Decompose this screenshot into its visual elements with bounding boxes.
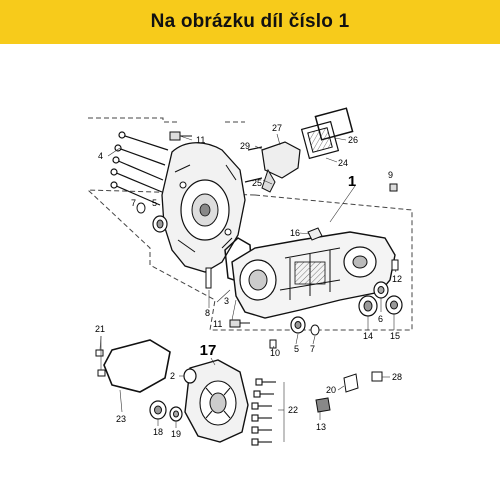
bearing-18 — [149, 400, 167, 420]
callout-4: 4 — [98, 151, 103, 161]
right-side-cover-17 — [184, 359, 249, 443]
leader-lines — [99, 133, 397, 442]
seal-2 — [183, 368, 197, 384]
right-crankcase-half — [231, 231, 396, 319]
dowel-12 — [391, 259, 399, 271]
callout-14: 14 — [363, 331, 373, 341]
callout-23: 23 — [116, 414, 126, 424]
part-13 — [315, 397, 331, 413]
bolt-11-lower — [229, 319, 250, 328]
callout-8: 8 — [205, 308, 210, 318]
callout-7-top: 7 — [131, 198, 136, 208]
seal-7-lower — [310, 324, 320, 336]
assembly-boundary — [86, 117, 413, 331]
callout-6: 6 — [378, 314, 383, 324]
callout-29: 29 — [240, 141, 250, 151]
callout-24: 24 — [338, 158, 348, 168]
callout-26: 26 — [348, 135, 358, 145]
callout-17: 17 — [200, 342, 217, 359]
dowel-10 — [269, 339, 277, 349]
callout-20: 20 — [326, 385, 336, 395]
callout-11-lower: 11 — [213, 319, 222, 329]
bolt-9 — [389, 183, 398, 192]
callout-21: 21 — [95, 324, 105, 334]
callout-11-top: 11 — [196, 135, 205, 145]
seal-6 — [373, 281, 389, 299]
seal-19 — [169, 406, 183, 422]
callout-22: 22 — [288, 405, 298, 415]
clip-16 — [307, 227, 323, 241]
callout-15: 15 — [390, 331, 400, 341]
dowel-8 — [205, 267, 212, 289]
callout-10: 10 — [270, 348, 280, 358]
part-28 — [371, 371, 383, 382]
callout-5-top: 5 — [152, 198, 157, 208]
left-crankcase-half — [161, 142, 246, 273]
callout-19: 19 — [171, 429, 181, 439]
cover-gasket-23 — [95, 339, 171, 393]
callout-27: 27 — [272, 123, 282, 133]
callout-5-lower: 5 — [294, 344, 299, 354]
callout-28: 28 — [392, 372, 402, 382]
callout-3: 3 — [224, 296, 229, 306]
part-20 — [343, 373, 359, 393]
bearing-14 — [358, 295, 378, 317]
title-banner: Na obrázku díl číslo 1 — [0, 0, 500, 44]
long-bolts — [110, 131, 169, 206]
callout-16: 16 — [290, 228, 300, 238]
bearing-5-lower — [290, 316, 306, 334]
callout-12: 12 — [392, 274, 402, 284]
callout-13: 13 — [316, 422, 326, 432]
seal-7-top — [136, 202, 146, 214]
callout-7-lower: 7 — [310, 344, 315, 354]
banner-title: Na obrázku díl číslo 1 — [150, 11, 350, 32]
reed-valve-assembly — [244, 107, 354, 193]
callout-2: 2 — [170, 371, 175, 381]
callout-25: 25 — [252, 178, 262, 188]
callout-18: 18 — [153, 427, 163, 437]
cover-bolts-22 — [251, 378, 276, 446]
callout-1: 1 — [348, 173, 356, 190]
bearing-15 — [385, 295, 403, 315]
callout-9: 9 — [388, 170, 393, 180]
